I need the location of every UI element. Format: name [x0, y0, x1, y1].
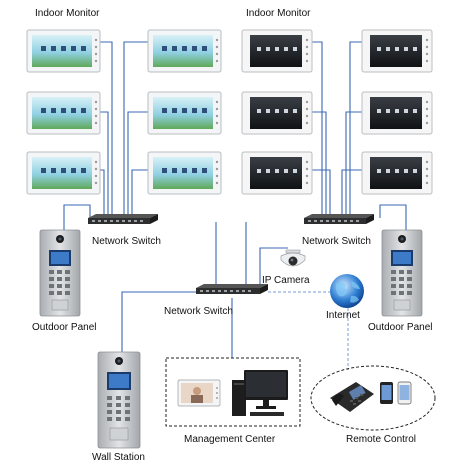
outdoor-panel-icon	[39, 229, 81, 317]
indoor-monitor-black-icon	[241, 29, 313, 73]
remote-control-frame	[310, 365, 436, 431]
indoor-monitor-black-icon	[241, 91, 313, 135]
ip-camera-label: IP Camera	[262, 275, 310, 286]
indoor-monitor-right-label: Indoor Monitor	[246, 8, 311, 19]
ip-phone-icon	[330, 382, 374, 412]
indoor-monitor-black-group	[241, 29, 433, 195]
indoor-monitor-white-icon	[177, 379, 221, 407]
smartphone-icon	[397, 381, 412, 405]
indoor-monitor-white-icon	[26, 151, 101, 195]
management-center-label: Management Center	[184, 434, 276, 445]
desktop-pc-icon	[232, 370, 288, 416]
internet-label: Internet	[326, 310, 360, 321]
indoor-monitor-black-icon	[361, 151, 433, 195]
network-switch-icon	[304, 214, 374, 224]
ip-camera-icon	[280, 249, 306, 267]
outdoor-panel-right-label: Outdoor Panel	[368, 322, 433, 333]
smartphone-icon	[380, 382, 393, 404]
outdoor-panel-icon	[381, 229, 423, 317]
indoor-monitor-white-icon	[147, 29, 222, 73]
indoor-monitor-white-icon	[26, 91, 101, 135]
indoor-monitor-black-icon	[241, 151, 313, 195]
internet-globe-icon	[330, 274, 364, 308]
network-switch-right-label: Network Switch	[302, 236, 371, 247]
indoor-monitor-white-icon	[26, 29, 101, 73]
management-center-frame	[165, 357, 301, 427]
indoor-monitor-black-icon	[361, 91, 433, 135]
indoor-monitor-left-label: Indoor Monitor	[35, 8, 100, 19]
remote-control-label: Remote Control	[346, 434, 417, 445]
network-switch-left-label: Network Switch	[92, 236, 161, 247]
connection-lines	[63, 41, 407, 358]
indoor-monitor-white-group	[26, 29, 222, 195]
network-switch-icon	[88, 214, 158, 224]
wall-station-icon	[97, 351, 141, 449]
wall-station-label: Wall Station	[92, 452, 145, 463]
indoor-monitor-white-icon	[147, 91, 222, 135]
indoor-monitor-white-icon	[147, 151, 222, 195]
outdoor-panel-left-label: Outdoor Panel	[32, 322, 97, 333]
network-switch-center-label: Network Switch	[164, 306, 233, 317]
indoor-monitor-black-icon	[361, 29, 433, 73]
network-switch-icon	[196, 284, 268, 294]
